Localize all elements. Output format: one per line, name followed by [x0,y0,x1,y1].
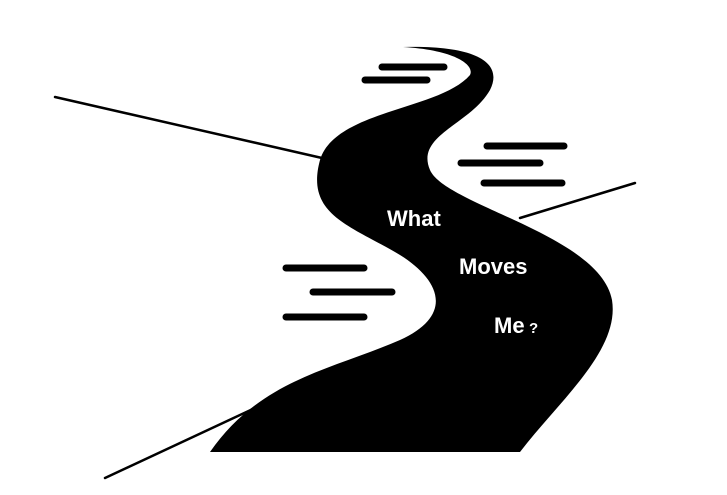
winding-road [210,46,613,452]
title-question-mark: ? [529,320,538,337]
horizon-line-bottom [103,406,257,480]
title-word-moves: Moves [459,254,527,279]
horizon-line-right [518,181,637,220]
title-word-me: Me [494,313,525,338]
horizon-line-left [53,95,324,160]
motion-lines [282,63,568,321]
title-word-what: What [387,206,441,231]
